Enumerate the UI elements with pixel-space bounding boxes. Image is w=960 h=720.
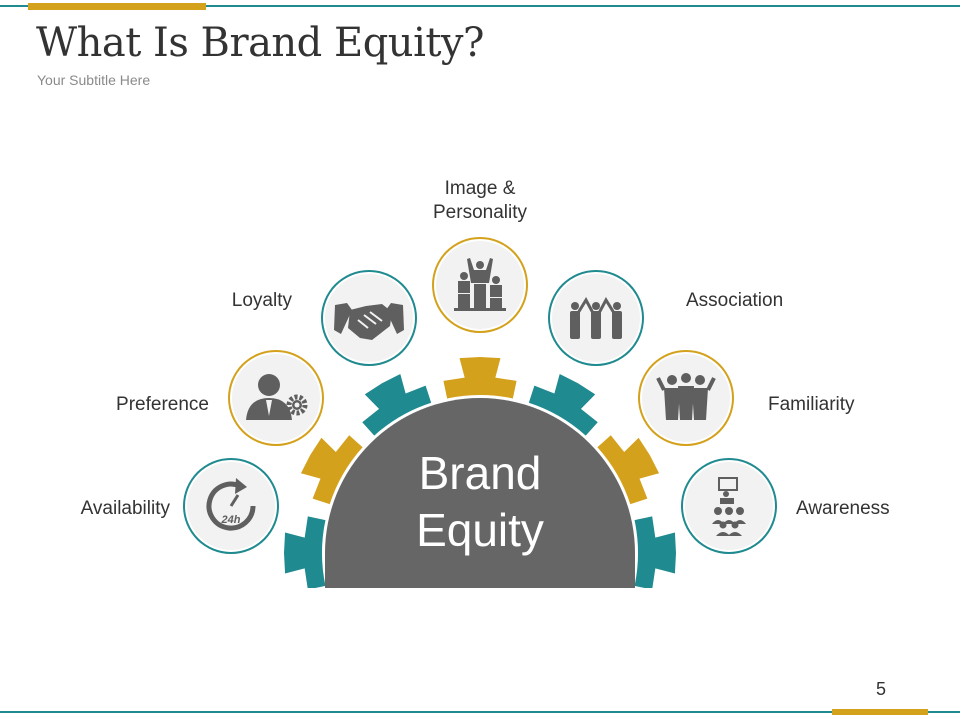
node-image-personality [432, 237, 528, 333]
node-loyalty [321, 270, 417, 366]
node-awareness [681, 458, 777, 554]
label-loyalty: Loyalty [232, 290, 293, 311]
label-awareness: Awareness [796, 498, 890, 519]
arc-arrow-segment [528, 373, 598, 436]
node-availability: 24h [183, 458, 279, 554]
center-title-line1: Brand [419, 447, 542, 499]
presentation-audience-icon [712, 477, 746, 536]
clock-24-icon: 24h [206, 478, 256, 531]
label-association: Association [686, 290, 783, 311]
center-title-line2: Equity [416, 504, 544, 556]
node-preference [228, 350, 324, 446]
arc-separator [335, 408, 373, 446]
page-number: 5 [876, 679, 887, 699]
center-semicircle [325, 398, 635, 588]
arc-separator [628, 498, 676, 516]
people-linked-icon [570, 296, 622, 339]
top-accent-bar [28, 3, 206, 10]
handshake-icon [334, 303, 404, 340]
label-image-line1: Image & [445, 178, 516, 199]
group-people-icon [656, 373, 716, 420]
arc-separator [517, 357, 535, 405]
slide-subtitle: Your Subtitle Here [37, 72, 151, 88]
arc-arrow-segment [443, 357, 517, 399]
bottom-rule [0, 711, 960, 713]
arc-arrow-segment [634, 516, 676, 588]
person-gear-icon [246, 374, 308, 420]
arc-arrow-segment [362, 373, 432, 436]
top-rule [0, 5, 960, 7]
label-availability: Availability [81, 498, 171, 519]
bottom-accent-bar [832, 709, 928, 715]
podium-winners-icon [454, 258, 506, 311]
arc-arrow-segment [284, 516, 326, 588]
arrow-arc [284, 357, 676, 588]
arc-separator [425, 357, 443, 405]
arc-separator [284, 498, 332, 516]
label-image-line2: Personality [433, 202, 527, 223]
slide-title: What Is Brand Equity? [36, 20, 484, 66]
arc-arrow-segment [300, 435, 363, 505]
svg-text:24h: 24h [221, 514, 241, 526]
label-preference: Preference [116, 394, 209, 415]
label-familiarity: Familiarity [768, 394, 855, 415]
node-association [548, 270, 644, 366]
arc-arrow-segment [597, 435, 660, 505]
node-familiarity [638, 350, 734, 446]
arc-separator [587, 408, 625, 446]
